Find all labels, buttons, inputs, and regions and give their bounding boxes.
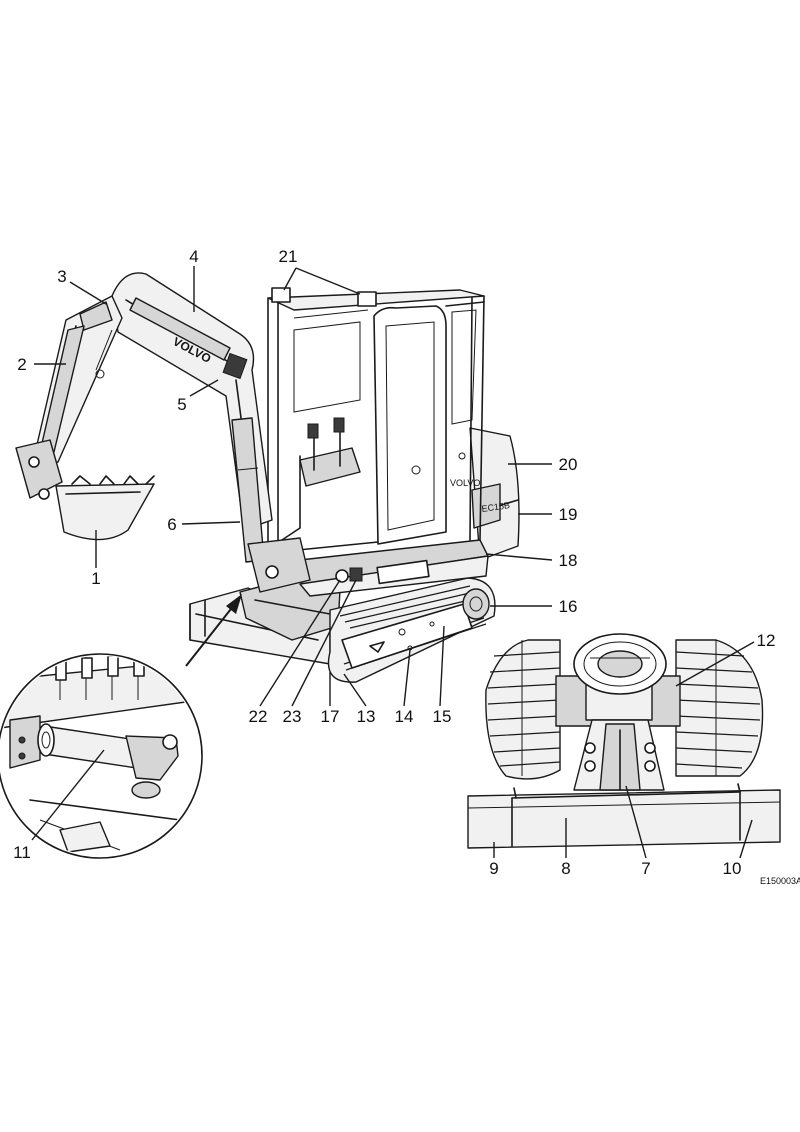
label-22: 22: [249, 707, 268, 726]
label-4: 4: [189, 247, 198, 266]
arm: [31, 295, 123, 467]
marker-circle: [335, 569, 349, 583]
callout-labels: 1 2 3 4 5 6 7 8 9 10 11 12 13 14 15 16 1…: [13, 247, 800, 886]
label-17: 17: [321, 707, 340, 726]
label-7: 7: [641, 859, 650, 878]
label-5: 5: [177, 395, 186, 414]
leader-lines: [31, 266, 755, 859]
boom: VOLVO: [111, 272, 311, 593]
label-6: 6: [167, 515, 176, 534]
label-3: 3: [57, 267, 66, 286]
label-23: 23: [283, 707, 302, 726]
rear-dozer-blade: [467, 783, 781, 849]
cab-brand: VOLVO: [450, 478, 480, 488]
label-1: 1: [91, 569, 100, 588]
figure-code: E150003A: [760, 876, 800, 886]
label-10: 10: [723, 859, 742, 878]
label-15: 15: [433, 707, 452, 726]
detail-circle: [0, 653, 203, 859]
label-19: 19: [559, 505, 578, 524]
label-13: 13: [357, 707, 376, 726]
marker-square: [349, 567, 363, 582]
label-14: 14: [395, 707, 414, 726]
cab: VOLVO: [267, 287, 485, 557]
label-2: 2: [17, 355, 26, 374]
right-track-rear: [675, 639, 764, 777]
label-20: 20: [559, 455, 578, 474]
label-18: 18: [559, 551, 578, 570]
label-12: 12: [757, 631, 776, 650]
model-badge: EC15B: [481, 500, 511, 514]
right-track: [327, 577, 496, 683]
main-machine-view: EC15B: [15, 272, 520, 683]
undercarriage-view: [467, 633, 781, 849]
label-11: 11: [13, 843, 31, 862]
label-16: 16: [559, 597, 578, 616]
left-track: [485, 639, 561, 780]
label-8: 8: [561, 859, 570, 878]
label-9: 9: [489, 859, 498, 878]
label-21: 21: [279, 247, 298, 266]
bucket: [15, 439, 155, 541]
